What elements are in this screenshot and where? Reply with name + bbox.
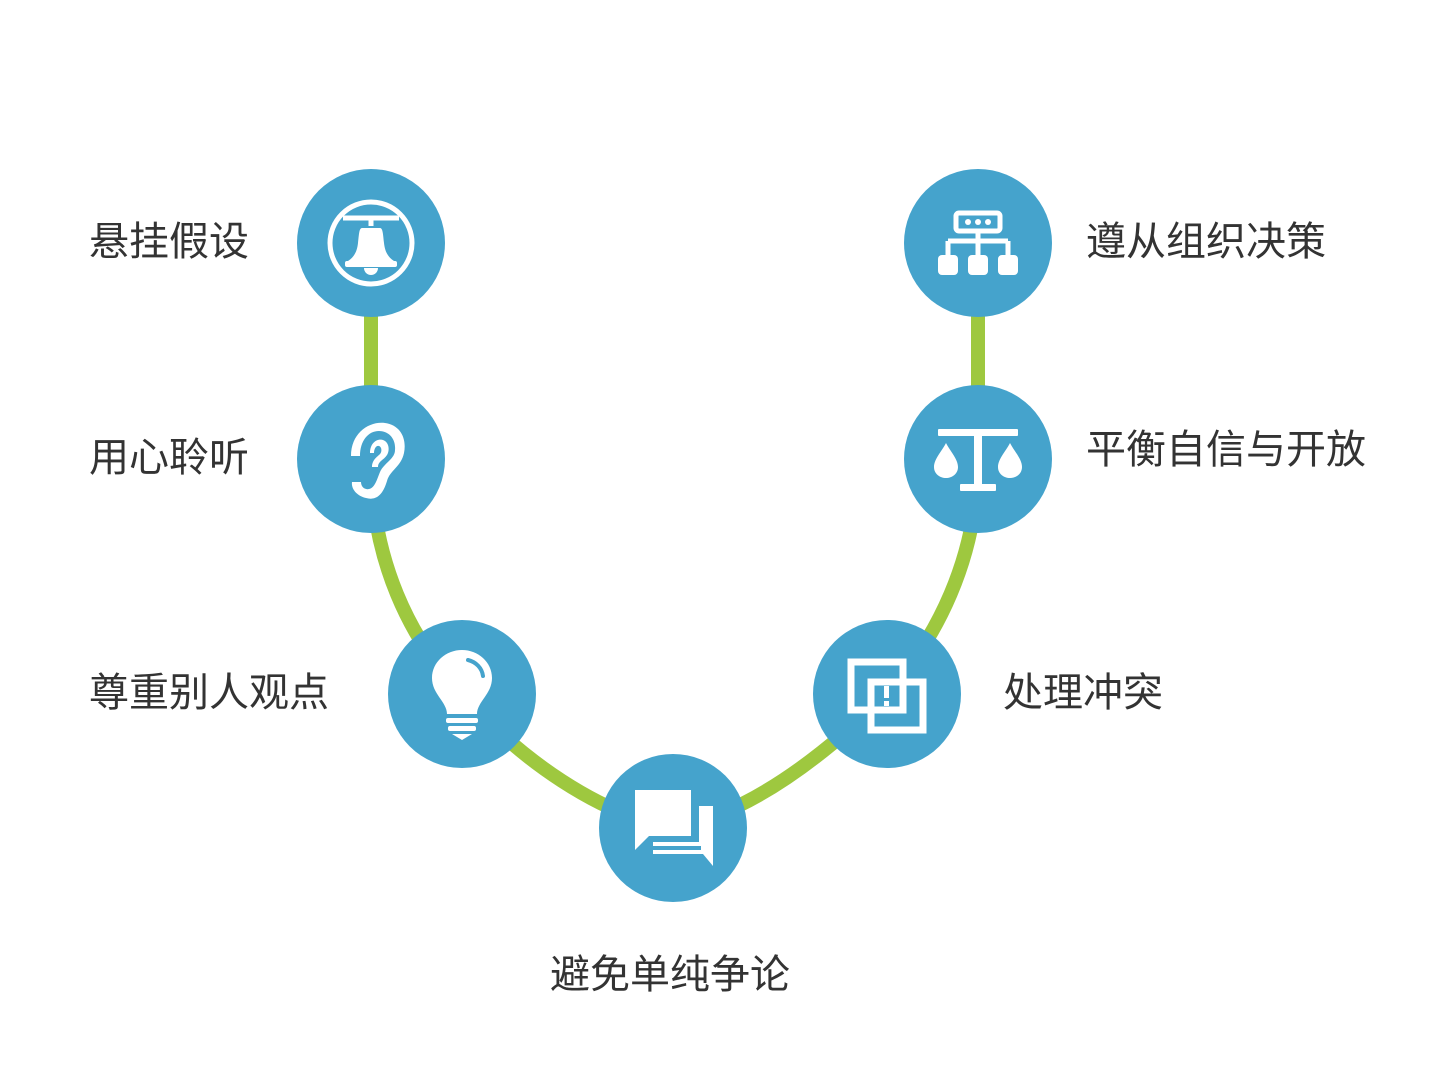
label-follow-org-decisions: 遵从组织决策 <box>1086 219 1326 265</box>
org-chart-icon <box>938 210 1018 275</box>
label-listen-attentively: 用心聆听 <box>89 435 249 481</box>
node-avoid-pure-argument <box>599 754 747 902</box>
bell-icon <box>327 199 415 287</box>
node-handle-conflict <box>813 620 961 768</box>
label-respect-others-views: 尊重别人观点 <box>89 670 329 716</box>
node-circle <box>297 385 445 533</box>
lightbulb-icon <box>432 650 492 740</box>
node-follow-org-decisions <box>904 169 1052 317</box>
label-avoid-pure-argument: 避免单纯争论 <box>550 952 790 998</box>
ear-icon <box>351 422 405 499</box>
node-listen-attentively <box>297 385 445 533</box>
node-respect-others-views <box>388 620 536 768</box>
node-hang-assumptions <box>297 169 445 317</box>
node-balance-confidence-openness <box>904 385 1052 533</box>
balance-scale-icon <box>934 429 1022 491</box>
label-hang-assumptions: 悬挂假设 <box>89 219 249 265</box>
label-balance-confidence-openness: 平衡自信与开放 <box>1086 427 1366 473</box>
label-handle-conflict: 处理冲突 <box>1003 670 1163 716</box>
chat-bubbles-icon <box>635 790 713 866</box>
conflict-alert-icon <box>847 658 927 734</box>
